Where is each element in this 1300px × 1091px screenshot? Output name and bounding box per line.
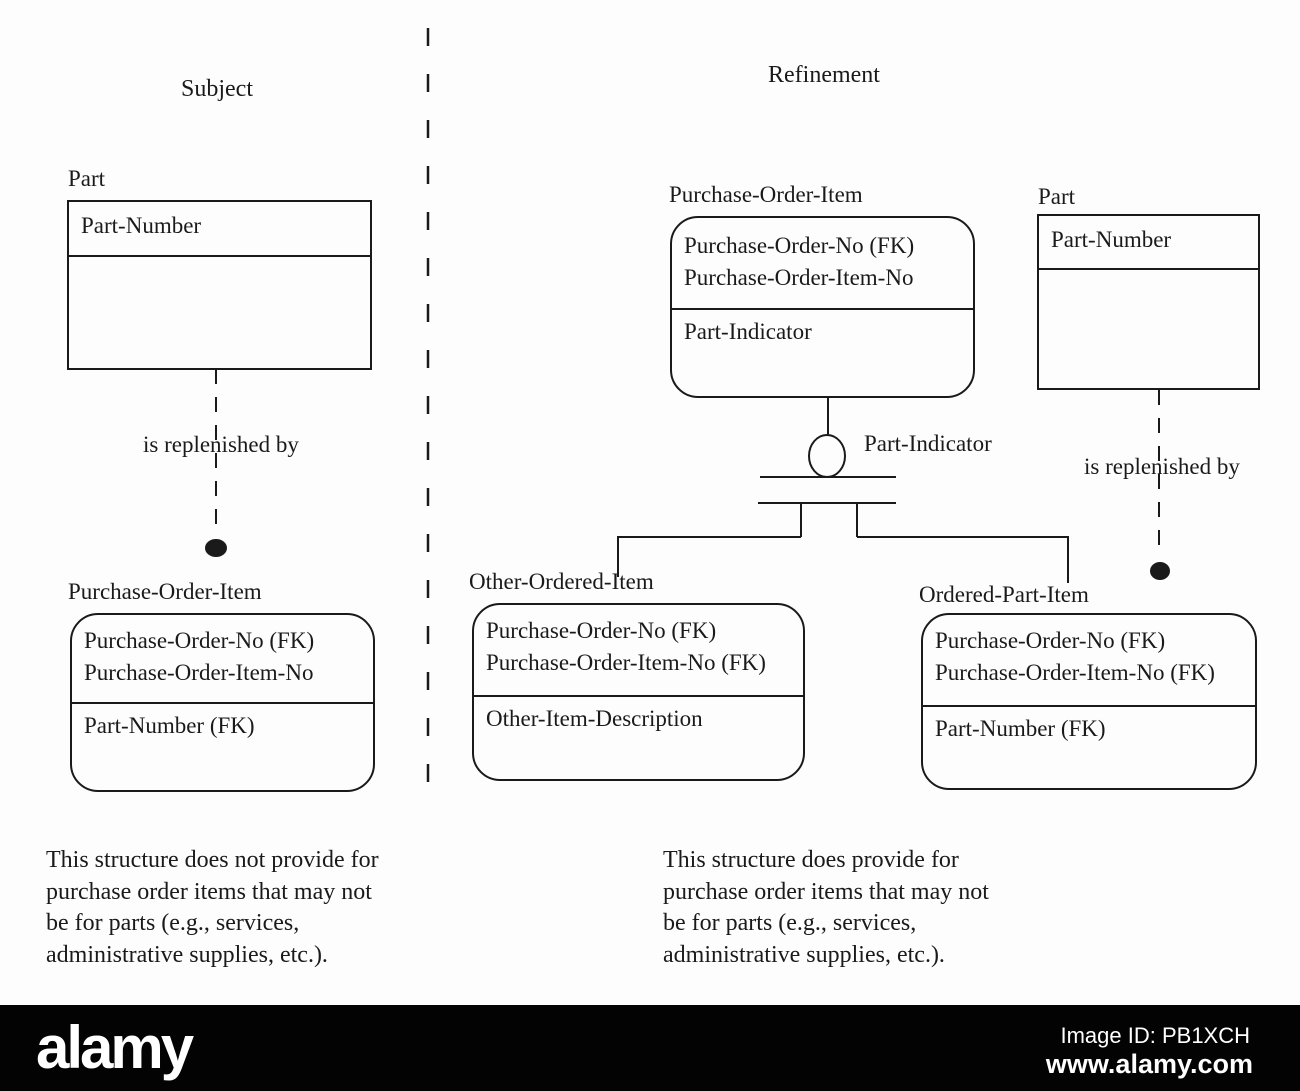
attribute-part-number-fk: Part-Number (FK) (935, 716, 1106, 741)
refinement-note: This structure does provide for purchase… (663, 845, 989, 971)
ordered-part-item-entity-box: Purchase-Order-No (FK) Purchase-Order-It… (921, 613, 1257, 790)
attribute-purchase-order-no: Purchase-Order-No (FK) (684, 233, 915, 258)
attribute-purchase-order-item-no-fk: Purchase-Order-Item-No (FK) (486, 650, 766, 675)
attribute-purchase-order-item-no-fk: Purchase-Order-Item-No (FK) (935, 660, 1215, 685)
refinement-part-body-compartment (1039, 270, 1258, 276)
subject-note: This structure does not provide for purc… (46, 845, 379, 971)
subject-poi-entity-name: Purchase-Order-Item (68, 579, 262, 604)
refinement-part-entity-name: Part (1038, 184, 1076, 209)
attribute-part-number: Part-Number (1051, 227, 1172, 252)
subject-note-line: This structure does not provide for (46, 847, 379, 873)
category-discriminator-label: Part-Indicator (864, 431, 992, 456)
subject-part-entity-box: Part-Number (67, 200, 372, 370)
attribute-part-indicator: Part-Indicator (684, 319, 812, 344)
attribute-other-item-description: Other-Item-Description (486, 706, 703, 731)
attribute-purchase-order-no: Purchase-Order-No (FK) (84, 628, 315, 653)
subject-title: Subject (181, 76, 253, 102)
other-ordered-item-entity-box: Purchase-Order-No (FK) Purchase-Order-It… (472, 603, 805, 781)
subject-note-line: purchase order items that may not (46, 878, 372, 905)
attribute-part-number: Part-Number (81, 213, 202, 238)
watermark-bar: alamy Image ID: PB1XCH www.alamy.com (0, 1005, 1300, 1091)
refinement-part-entity-box: Part-Number (1037, 214, 1260, 390)
subject-note-line: administrative supplies, etc.). (46, 941, 328, 968)
subject-poi-entity-box: Purchase-Order-No (FK) Purchase-Order-It… (70, 613, 375, 792)
alamy-logo: alamy (36, 1014, 194, 1081)
refinement-poi-entity-name: Purchase-Order-Item (669, 182, 863, 207)
refinement-note-line: administrative supplies, etc.). (663, 941, 945, 968)
refinement-relationship-label: is replenished by (1084, 454, 1240, 479)
subject-relationship-label: is replenished by (143, 432, 299, 457)
attribute-purchase-order-no-fk: Purchase-Order-No (FK) (935, 628, 1166, 653)
alamy-url-text: www.alamy.com (1045, 1049, 1253, 1079)
refinement-title: Refinement (768, 62, 880, 88)
attribute-purchase-order-no-fk: Purchase-Order-No (FK) (486, 618, 717, 643)
attribute-purchase-order-item-no: Purchase-Order-Item-No (84, 660, 314, 685)
other-ordered-item-entity-name: Other-Ordered-Item (469, 569, 654, 594)
subject-note-line: be for parts (e.g., services, (46, 910, 300, 936)
subject-relationship-dot (205, 539, 227, 557)
refinement-note-line: purchase order items that may not (663, 878, 989, 905)
refinement-note-line: This structure does provide for (663, 847, 959, 873)
attribute-purchase-order-item-no: Purchase-Order-Item-No (684, 265, 914, 290)
image-id-text: Image ID: PB1XCH (1060, 1023, 1250, 1048)
refinement-note-line: be for parts (e.g., services, (663, 910, 917, 936)
subject-part-body-compartment (69, 257, 370, 263)
category-discriminator-circle (808, 434, 846, 478)
refinement-poi-entity-box: Purchase-Order-No (FK) Purchase-Order-It… (670, 216, 975, 398)
ordered-part-item-entity-name: Ordered-Part-Item (919, 582, 1089, 607)
attribute-part-number-fk: Part-Number (FK) (84, 713, 255, 738)
refinement-relationship-dot (1150, 562, 1170, 580)
subject-part-entity-name: Part (68, 166, 106, 191)
